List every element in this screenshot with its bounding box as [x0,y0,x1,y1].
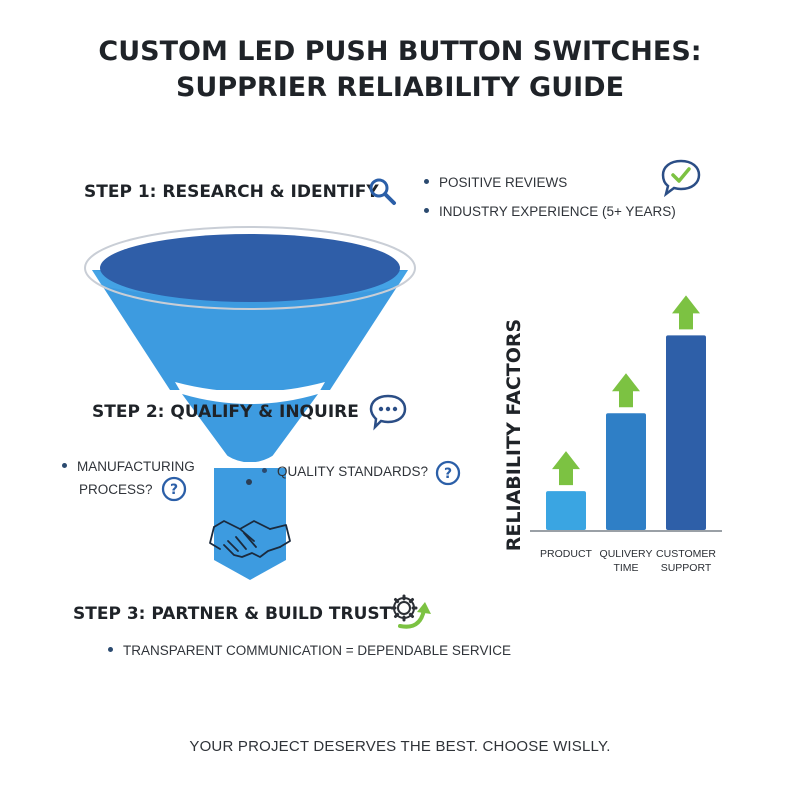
x-tick-label-line-2: SUPPORT [660,562,712,574]
step-1-bullet-2: INDUSTRY EXPERIENCE (5+ YEARS) [424,204,676,219]
x-tick-label-3: CUSTOMER SUPPORT [646,547,726,575]
gear-arrow-icon [390,594,431,629]
arrow-up-icon [552,451,580,486]
arrow-up-icon [672,295,700,330]
x-tick-label-line-1: PRODUCT [540,548,592,560]
funnel-dot [246,479,252,485]
step-1-title: STEP 1: RESEARCH & IDENTIFY [84,182,379,202]
step-2-bullet-2: QUALITY STANDARDS? [262,464,428,479]
x-tick-label-line-1: CUSTOMER [656,548,716,560]
checkmark-chat-icon [661,159,701,198]
step-2-bullet-1: MANUFACTURING [62,459,195,474]
question-icon: ? [435,460,461,486]
funnel-rim [100,234,400,302]
x-tick-label-2: QULIVERY TIME [586,547,666,575]
page-title: CUSTOM LED PUSH BUTTON SWITCHES: SUPPRIE… [0,34,800,106]
step-3-bullet-1: TRANSPARENT COMMUNICATION = DEPENDABLE S… [108,643,511,658]
step-2-title: STEP 2: QUALIFY & INQUIRE [92,402,359,422]
svg-text:?: ? [170,482,178,498]
bar-1 [546,491,586,530]
footer-tagline: YOUR PROJECT DESERVES THE BEST. CHOOSE W… [189,738,611,755]
svg-text:?: ? [444,466,452,482]
x-tick-label-line-1: QULIVERY [599,548,653,560]
funnel-rim-outline [84,226,416,310]
bar-3 [666,335,706,530]
title-line-1: CUSTOM LED PUSH BUTTON SWITCHES: [98,36,702,67]
x-tick-label-line-2: TIME [613,562,639,574]
x-tick-label-1: PRODUCT [526,547,606,561]
step-2-bullet-1-continued: PROCESS? [79,482,153,497]
search-icon [369,178,396,205]
question-icon: ? [161,476,187,502]
step-1-bullet-1: POSITIVE REVIEWS [424,175,567,190]
step-3-title: STEP 3: PARTNER & BUILD TRUST [73,604,392,624]
chat-bubble-icon [369,394,407,431]
arrow-up-icon [612,373,640,408]
handshake-icon [209,520,291,558]
title-line-2: SUPPRIER RELIABILITY GUIDE [175,72,625,103]
bar-2 [606,413,646,530]
